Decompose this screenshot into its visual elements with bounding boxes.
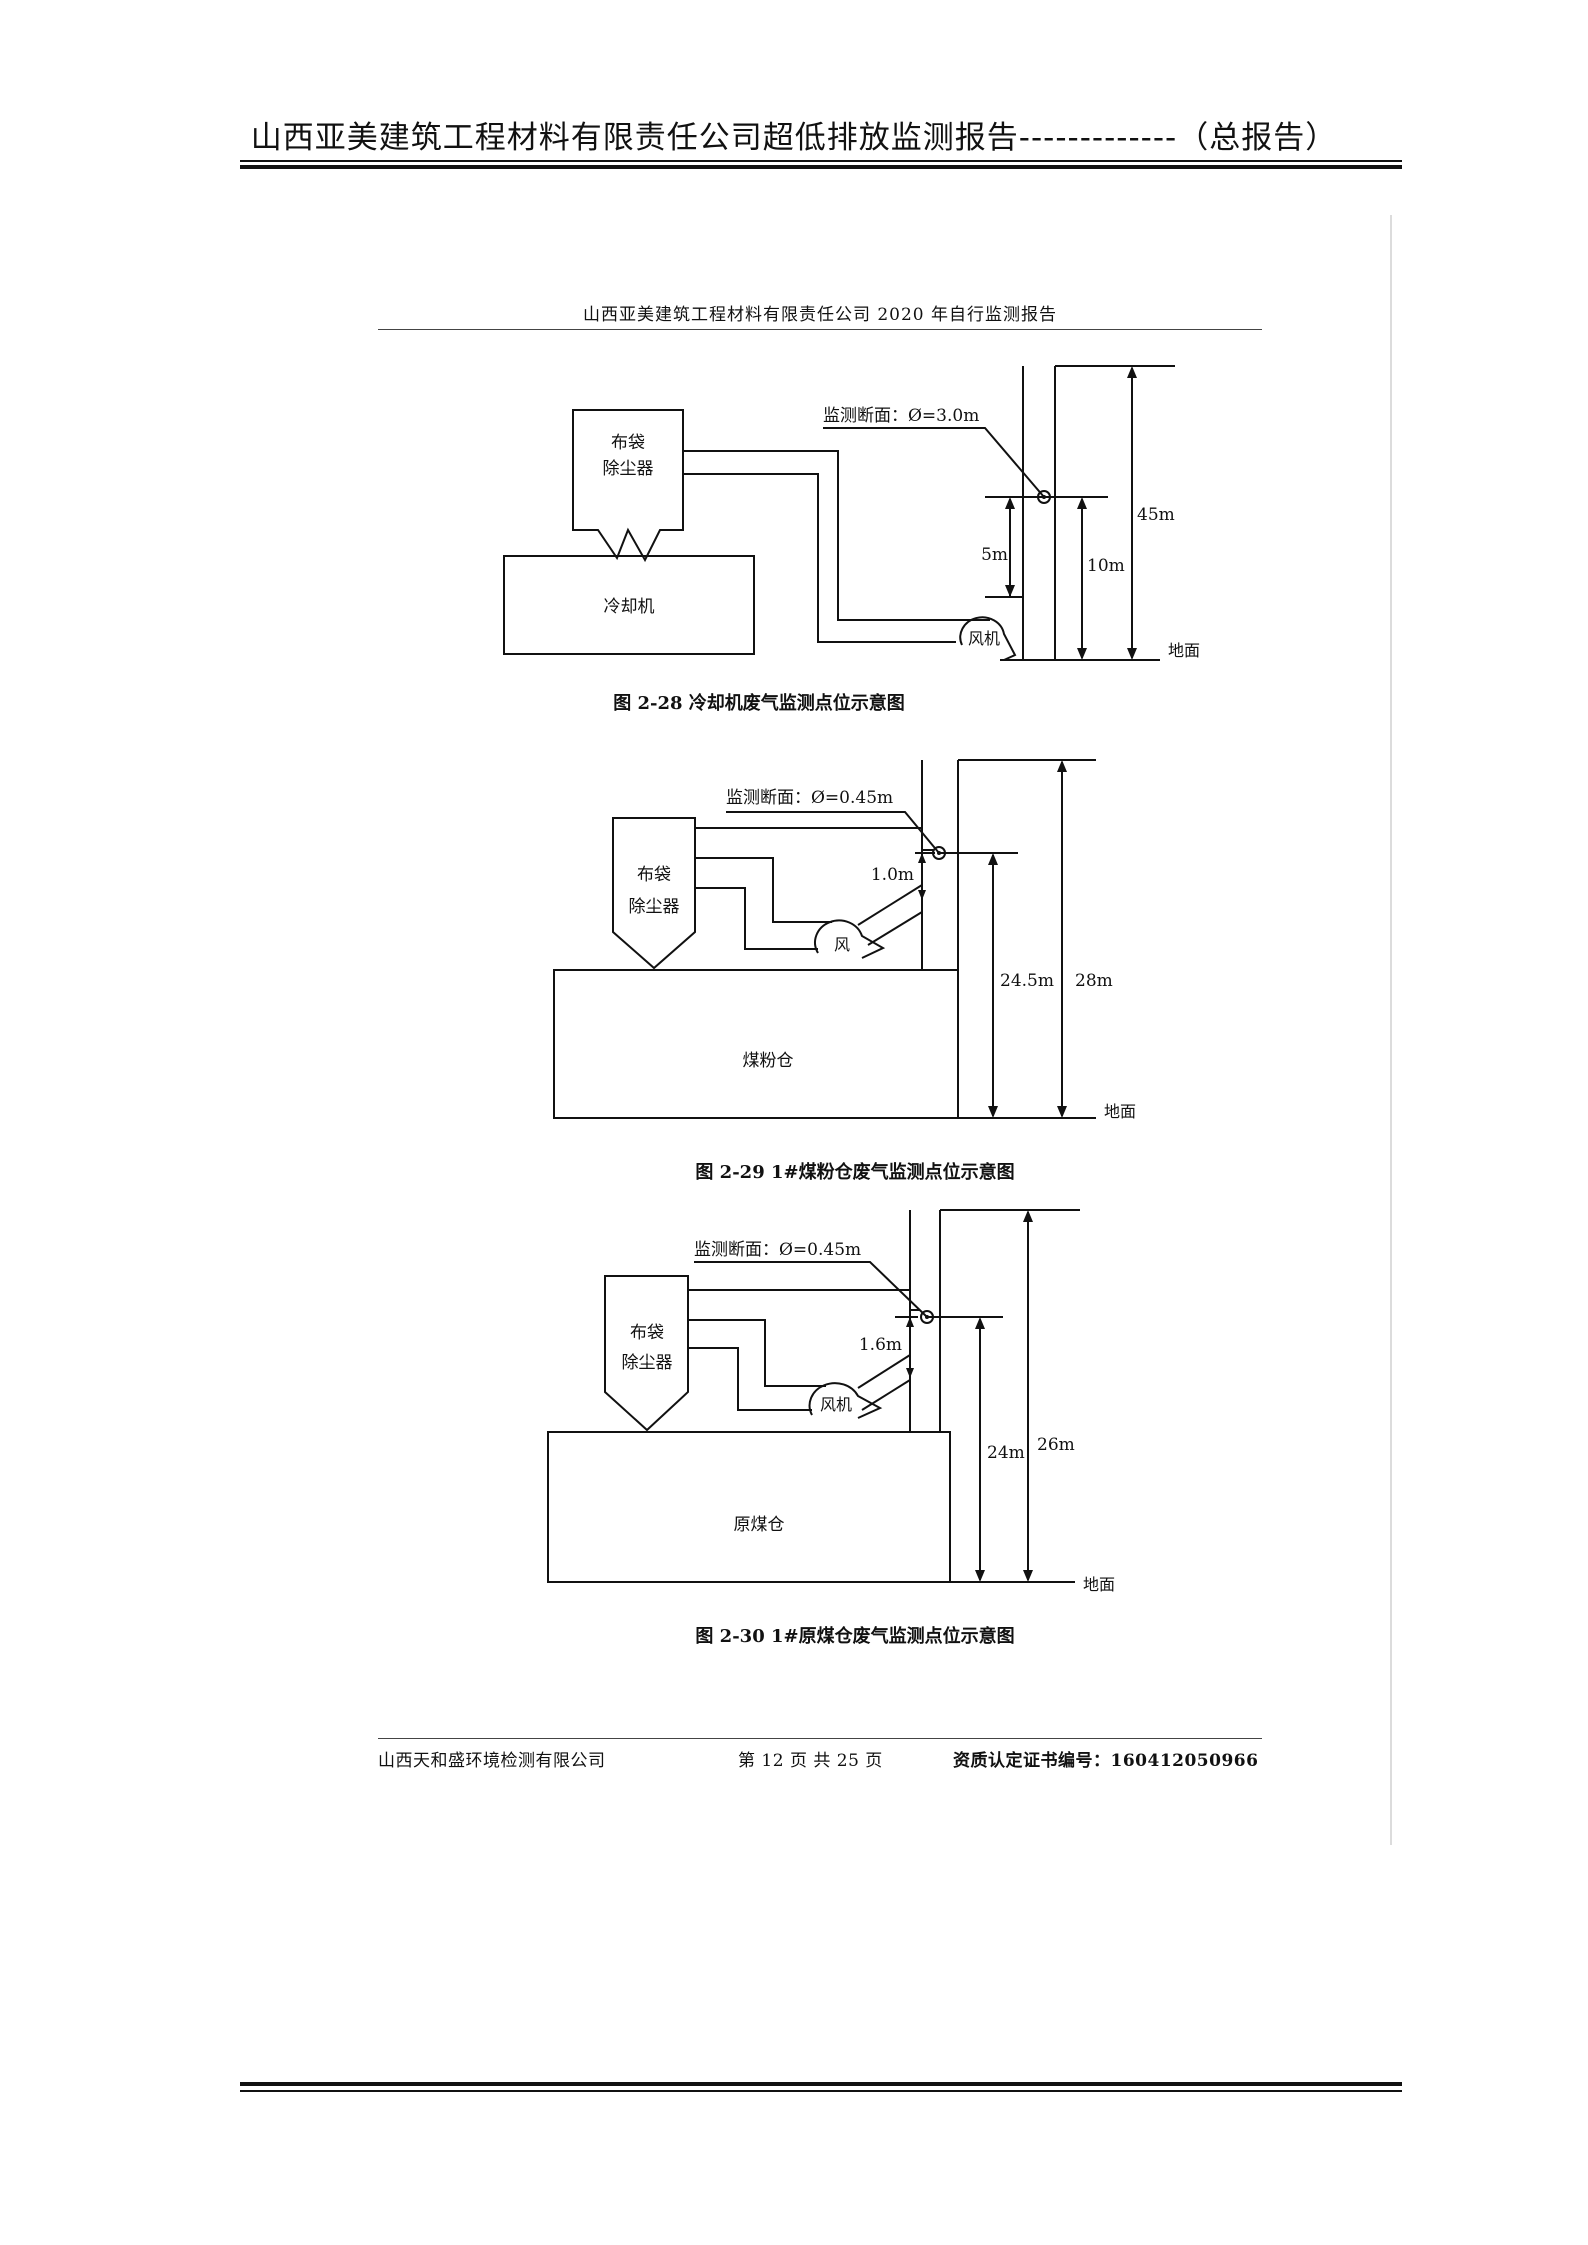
fan-shape [808,1382,883,1419]
fan-shape [814,919,886,959]
inner-header-rule [378,329,1262,330]
collector-label-1: 布袋 [611,433,645,453]
fan-label: 风机 [968,629,1000,648]
collector-label-2: 除尘器 [603,459,654,479]
dim-1m: 1.0m [871,865,914,885]
dust-collector-shape [604,1275,689,1432]
header-rule-thick [240,165,1402,169]
ground-label: 地面 [1104,1102,1136,1121]
fan-shape [959,616,1017,661]
dim-10m: 10m [1087,556,1125,576]
section-label: 监测断面：Ø=0.45m [726,788,893,808]
collector-label-1: 布袋 [630,1323,664,1343]
base-label: 原煤仓 [734,1515,785,1535]
ground-label: 地面 [1083,1575,1115,1594]
footer-company: 山西天和盛环境检测有限公司 [378,1751,606,1771]
footer-rule-thick [240,2082,1402,2086]
dim-45m: 45m [1137,505,1175,525]
scan-edge [1390,215,1392,1845]
raw-coal-bin-box [547,1431,951,1583]
inner-footer-rule [378,1738,1262,1739]
dim-5m: 5m [981,545,1008,565]
section-label: 监测断面：Ø=0.45m [694,1240,861,1260]
inner-header: 山西亚美建筑工程材料有限责任公司 2020 年自行监测报告 [582,305,1058,325]
header-rule-thin [240,160,1402,162]
fan-label: 风机 [820,1395,852,1414]
figure-caption: 图 2-28 冷却机废气监测点位示意图 [613,692,905,714]
dim-24-5m: 24.5m [1000,971,1054,991]
figure-caption: 图 2-29 1#煤粉仓废气监测点位示意图 [695,1161,1014,1183]
dust-collector-shape [612,817,696,970]
figure-caption: 图 2-30 1#原煤仓废气监测点位示意图 [695,1625,1014,1647]
dim-1-6m: 1.6m [859,1335,902,1355]
base-label: 煤粉仓 [743,1051,794,1071]
footer-rule-thin [240,2090,1402,2092]
section-label: 监测断面：Ø=3.0m [823,406,979,426]
footer-page-number: 第 12 页 共 25 页 [738,1751,883,1771]
page-title: 山西亚美建筑工程材料有限责任公司超低排放监测报告-------------（总报… [250,120,1338,156]
fan-label: 风 [834,935,850,954]
dim-24m: 24m [987,1443,1025,1463]
cooler-box [503,555,755,655]
collector-label-1: 布袋 [637,865,671,885]
footer-certificate: 资质认定证书编号：160412050966 [953,1751,1259,1771]
dim-28m: 28m [1075,971,1113,991]
base-label: 冷却机 [604,597,655,617]
collector-label-2: 除尘器 [629,897,680,917]
dust-collector-shape [572,409,684,563]
dim-26m: 26m [1037,1435,1075,1455]
ground-label: 地面 [1168,641,1200,660]
collector-label-2: 除尘器 [622,1353,673,1373]
